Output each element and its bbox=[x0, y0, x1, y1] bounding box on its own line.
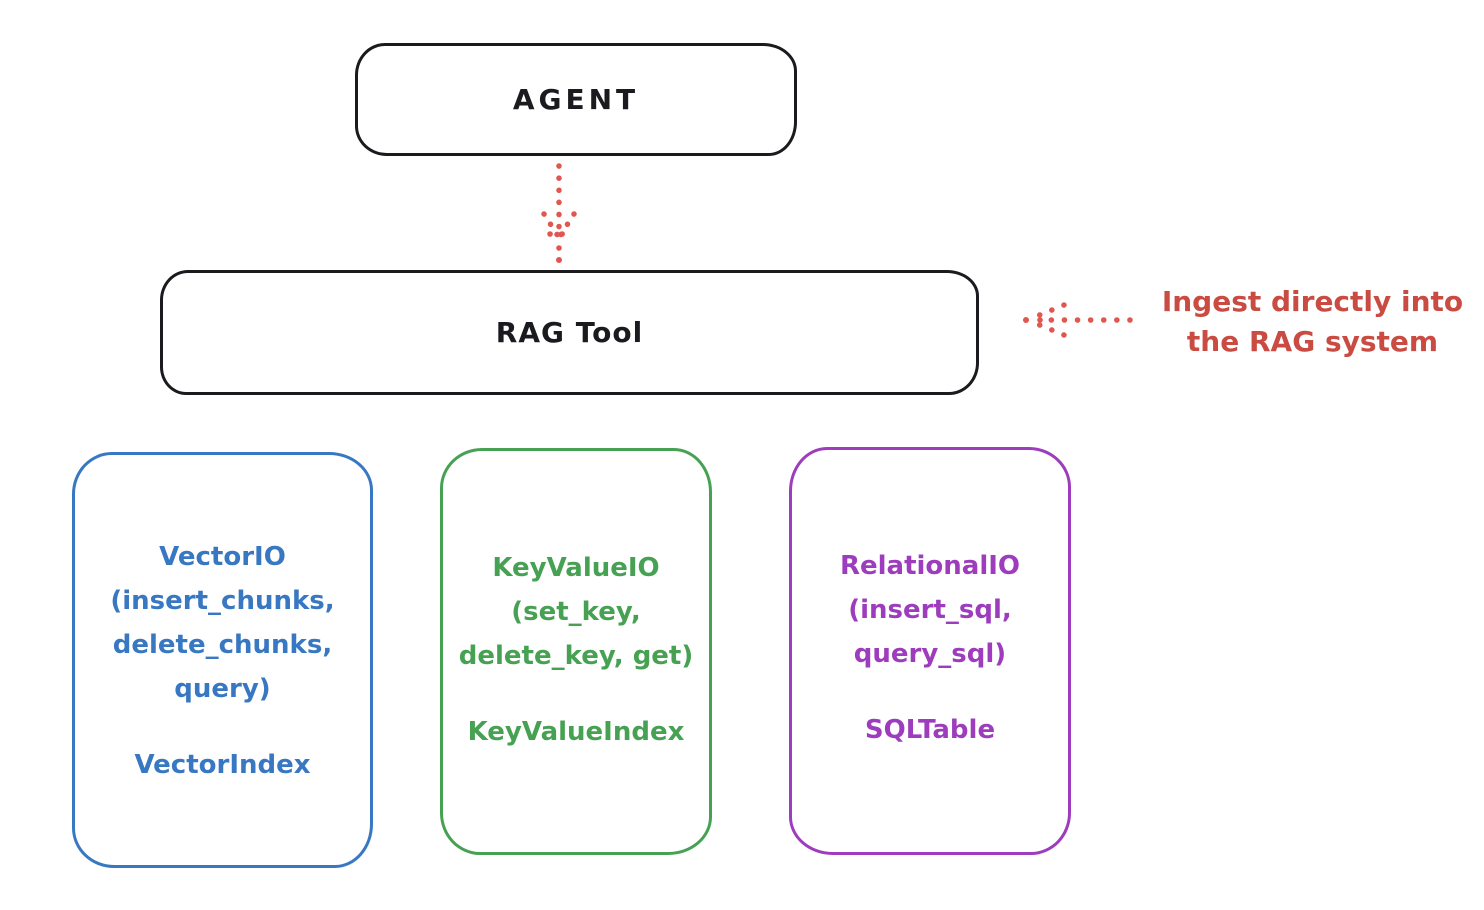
rag-tool-node: RAG Tool bbox=[160, 270, 979, 395]
ingest-annotation-line2: the RAG system bbox=[1186, 325, 1439, 358]
keyvalue-io-node: KeyValueIO (set_key, delete_key, get) Ke… bbox=[440, 448, 712, 855]
agent-to-rag-dotted-arrow-icon bbox=[541, 163, 577, 263]
keyvalue-io-title-line: KeyValueIO bbox=[492, 553, 660, 583]
vector-io-title-line: VectorIO bbox=[159, 542, 286, 572]
vector-index-label: VectorIndex bbox=[134, 750, 311, 780]
rag-tool-node-label: RAG Tool bbox=[495, 316, 644, 349]
relational-io-args-line: (insert_sql, bbox=[848, 595, 1012, 625]
ingest-dotted-left-arrow-icon bbox=[1023, 302, 1133, 338]
agent-node: AGENT bbox=[355, 43, 797, 156]
keyvalue-io-args-line: (set_key, bbox=[511, 597, 641, 627]
ingest-annotation-line1: Ingest directly into bbox=[1161, 285, 1464, 318]
ingest-annotation: Ingest directly into the RAG system bbox=[1140, 282, 1484, 362]
keyvalue-io-args-line: delete_key, get) bbox=[458, 641, 694, 671]
relational-io-args-line: query_sql) bbox=[853, 639, 1007, 669]
keyvalue-index-label: KeyValueIndex bbox=[467, 717, 685, 747]
relational-io-title-line: RelationalIO bbox=[839, 551, 1021, 581]
vector-io-node: VectorIO (insert_chunks, delete_chunks, … bbox=[72, 452, 373, 868]
vector-io-args-line: query) bbox=[174, 674, 271, 704]
sql-table-label: SQLTable bbox=[864, 715, 996, 745]
vector-io-args-line: (insert_chunks, bbox=[110, 586, 335, 616]
vector-io-args-line: delete_chunks, bbox=[112, 630, 333, 660]
relational-io-node: RelationalIO (insert_sql, query_sql) SQL… bbox=[789, 447, 1071, 855]
agent-node-label: AGENT bbox=[512, 83, 640, 116]
